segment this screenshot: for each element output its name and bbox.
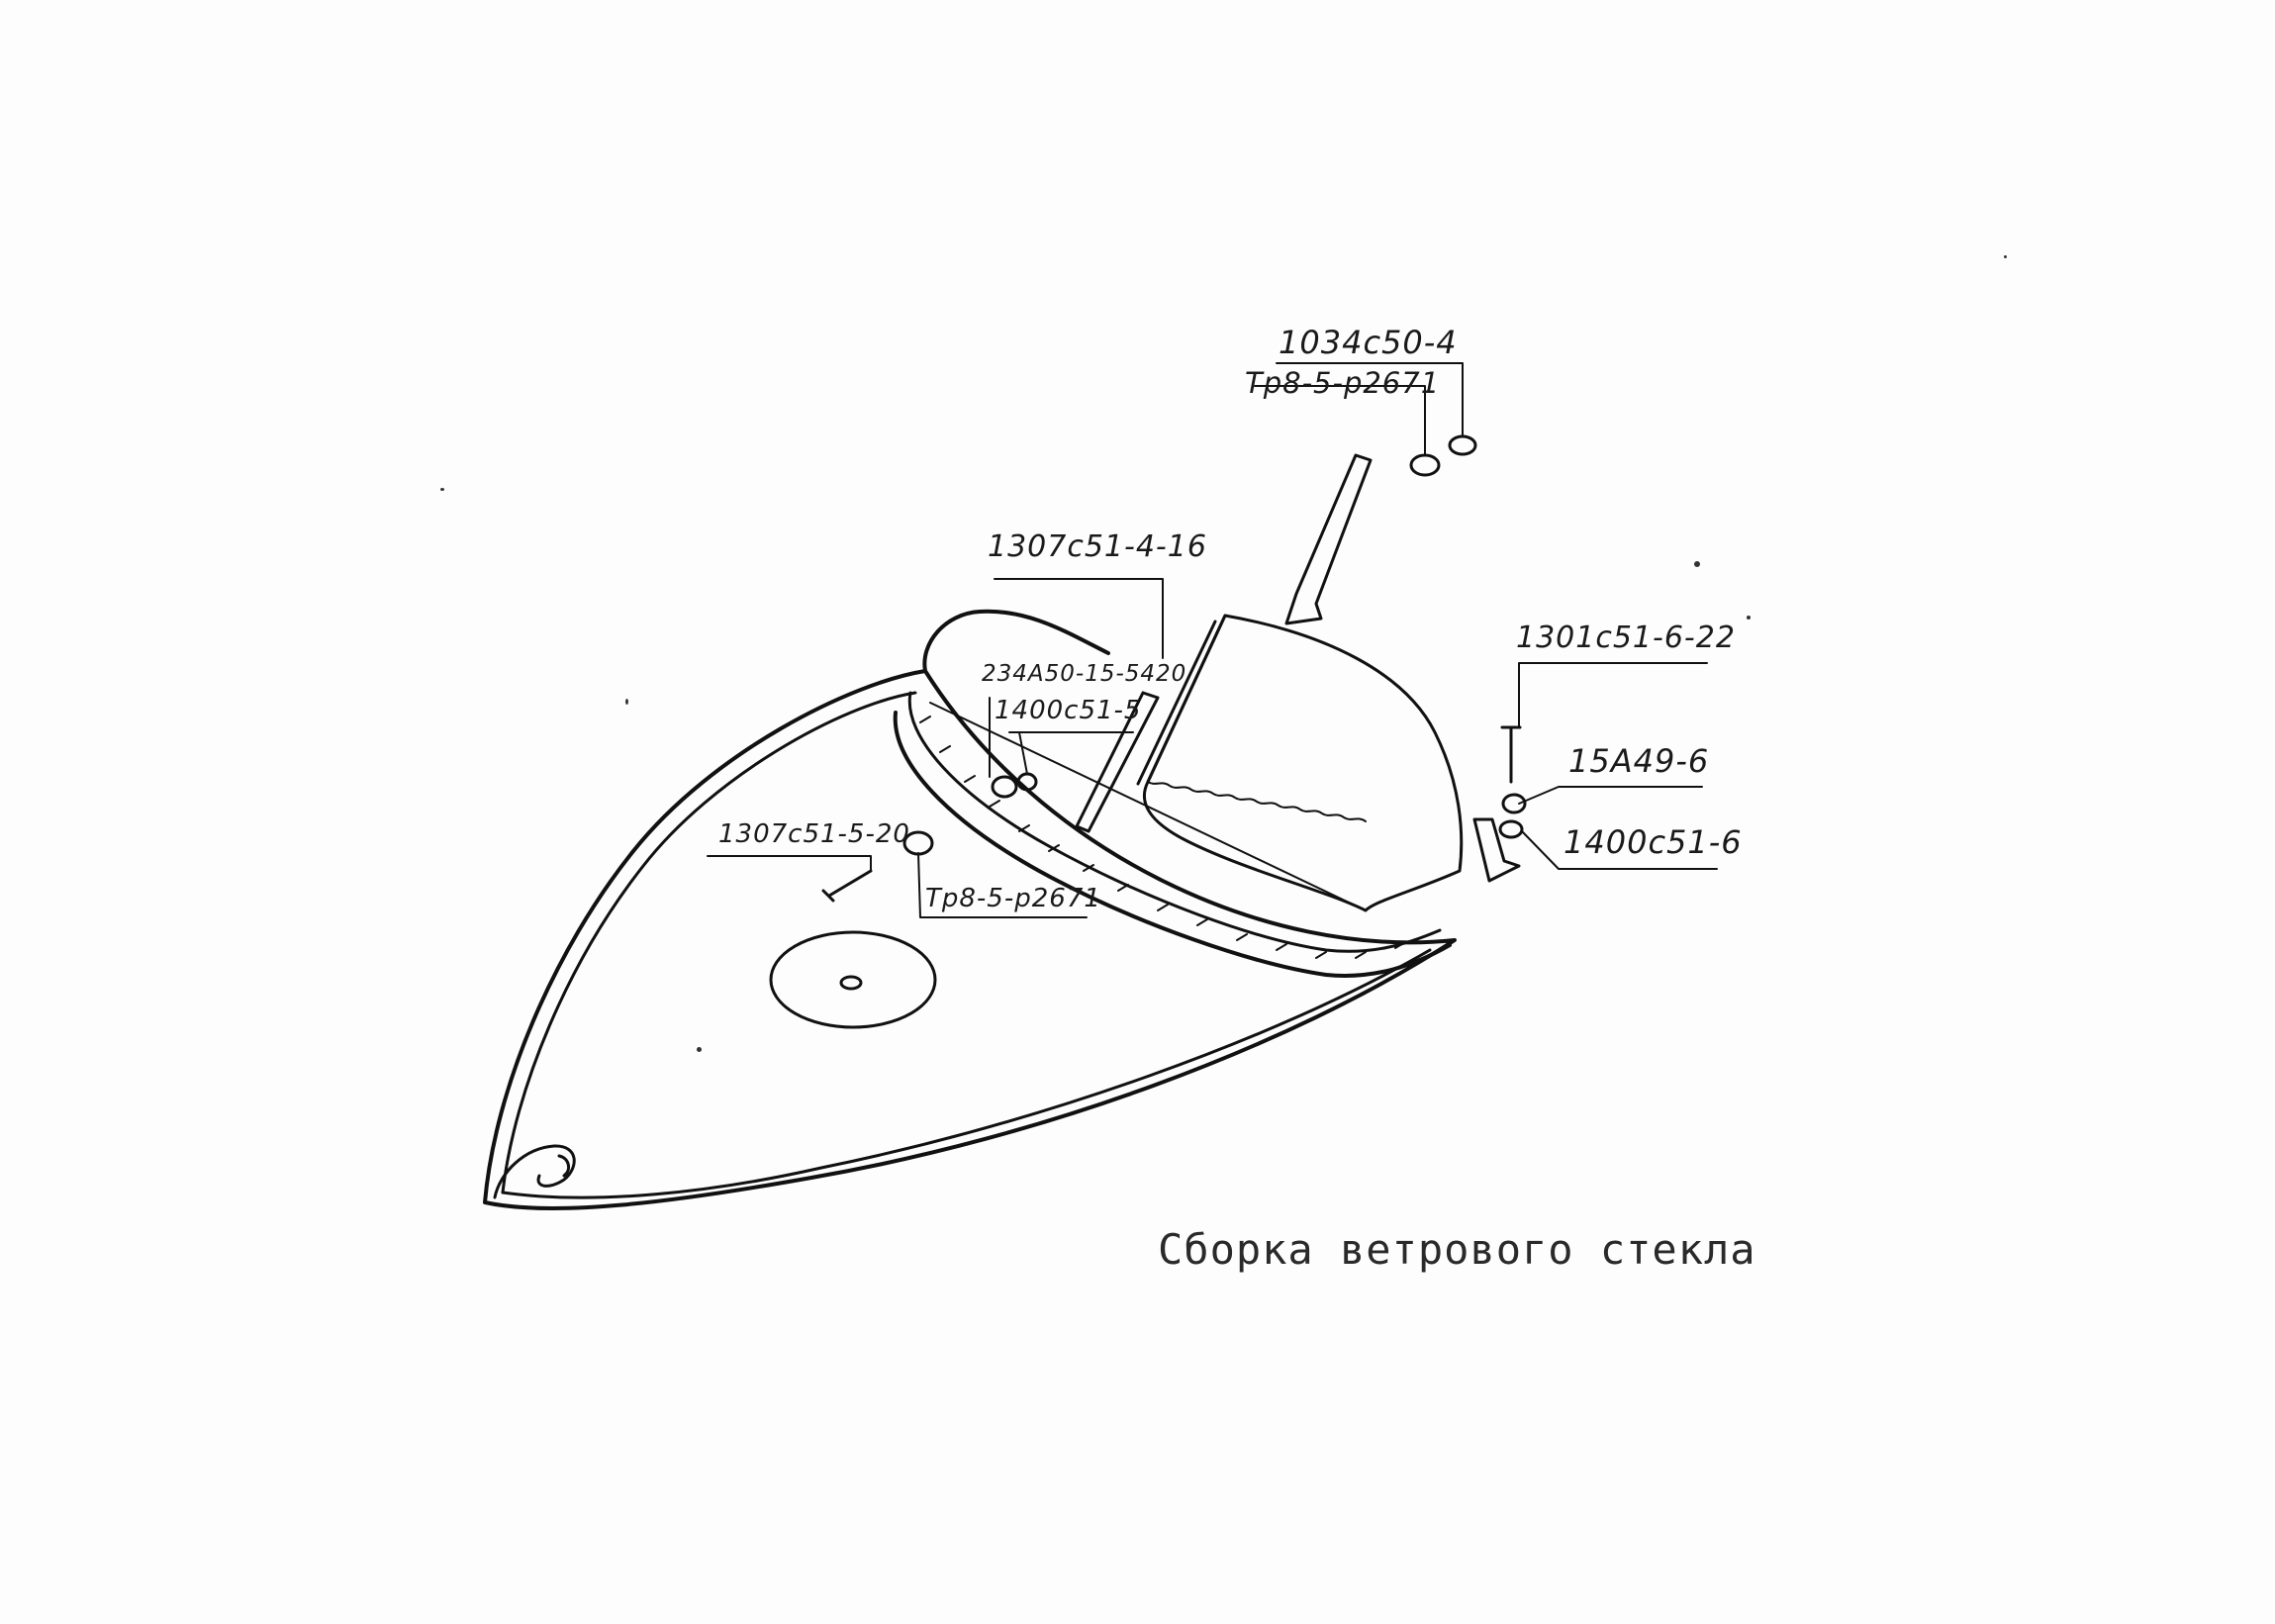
leader-right-bracket: [1518, 786, 1703, 805]
assembly-guide-line: [929, 702, 1367, 911]
coaming-rail-outer: [893, 609, 1452, 978]
leader-lines: [707, 362, 1718, 918]
label-mid-part: 234А50-15-5420: [982, 661, 1187, 687]
scan-speck: [1747, 616, 1751, 620]
scan-speck: [2004, 255, 2007, 258]
deck-hatch-center: [839, 975, 863, 991]
label-mid-washer: 1400c51-5: [995, 696, 1142, 725]
label-right-bracket: 15А49-6: [1568, 742, 1710, 780]
right-bracket-washer: [1501, 793, 1527, 814]
windshield-frame-left: [1136, 614, 1227, 786]
label-left-screw: 1307c51-4-16: [988, 529, 1207, 564]
scan-speck: [625, 699, 628, 705]
deck-outer-outline: [483, 669, 1457, 1210]
scan-speck: [440, 488, 444, 491]
right-bolt: [1500, 725, 1522, 784]
top-tube-bushing: [1409, 453, 1441, 477]
scan-speck: [697, 1047, 702, 1052]
lower-screw: [821, 869, 873, 903]
label-lower-tube: Тр8-5-р2671: [925, 884, 1101, 913]
leader-lower-screw: [707, 855, 872, 872]
top-bracket-arm: [1284, 453, 1373, 625]
label-top-tube: Тр8-5-р2671: [1245, 366, 1441, 400]
bow-fitting: [493, 1144, 576, 1199]
coaming-rail-inner: [907, 691, 1442, 953]
leader-top-part: [1276, 362, 1464, 436]
bow-fitting-hook: [557, 1154, 571, 1178]
deck-hatch: [769, 930, 937, 1029]
right-corner-bracket: [1472, 817, 1521, 883]
mid-washer-a: [991, 775, 1018, 799]
leader-right-bolt: [1518, 662, 1708, 728]
label-top-part: 1034c50-4: [1279, 324, 1458, 361]
leader-lower-tube: [917, 852, 1088, 918]
deck-inner-rim-bottom: [501, 948, 1432, 1199]
drawing-caption: Сборка ветрового стекла: [1158, 1225, 1756, 1274]
label-right-washer: 1400c51-6: [1564, 823, 1743, 861]
windshield-lower-edge: [1147, 781, 1367, 822]
scan-speck: [1694, 561, 1700, 567]
leader-mid-washer: [1008, 731, 1134, 775]
windshield-glass: [1142, 614, 1464, 912]
deck-inner-rim: [501, 691, 917, 1194]
leader-right-washer: [1521, 830, 1718, 870]
right-washer: [1498, 819, 1524, 839]
left-strut: [1075, 691, 1160, 833]
leader-left-screw: [994, 578, 1164, 659]
leader-top-tube: [1254, 385, 1426, 456]
label-lower-screw: 1307c51-5-20: [718, 819, 910, 849]
coaming-rail-hatching: [919, 716, 1406, 959]
top-part-nut: [1448, 434, 1477, 456]
label-right-bolt: 1301c51-6-22: [1516, 621, 1736, 655]
